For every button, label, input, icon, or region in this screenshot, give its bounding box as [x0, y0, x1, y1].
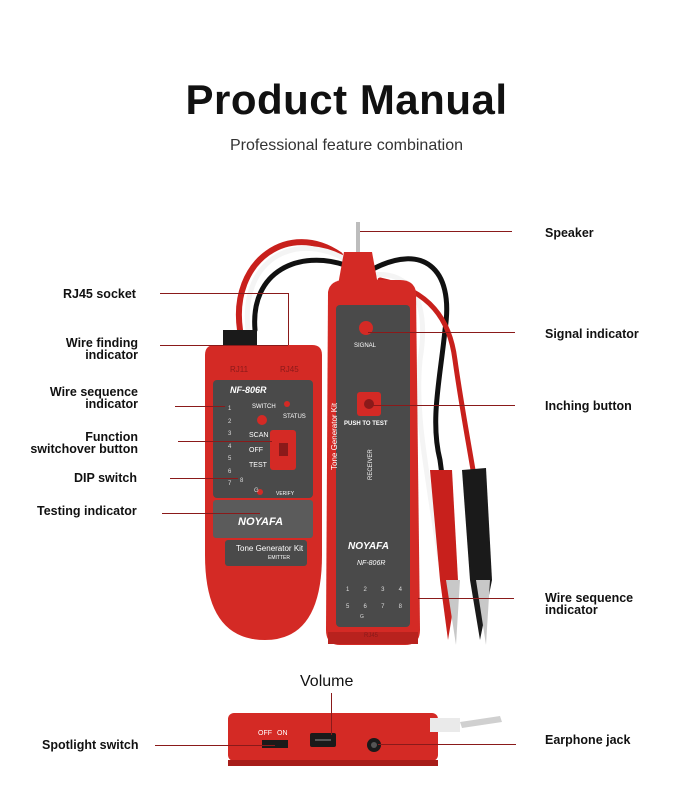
leader-line-dip-switch [170, 478, 238, 479]
receiver-brand: NOYAFA [348, 541, 389, 552]
label-spotlight-switch: Spotlight switch [42, 738, 139, 752]
leader-line-function [178, 441, 272, 442]
spotlight-device [228, 713, 502, 766]
label-dip-switch: DIP switch [74, 471, 137, 485]
label-inching-button: Inching button [545, 399, 632, 413]
leader-line-rj45-drop [288, 293, 289, 345]
receiver-number: 8 [398, 604, 402, 610]
label-function-line1: Function [85, 430, 138, 444]
receiver-model: NF-806R [357, 560, 386, 567]
label-wire-finding: Wire finding indicator [62, 336, 138, 362]
emitter-off-label: OFF [249, 447, 263, 454]
label-wire-sequence-right: Wire sequence indicator [545, 591, 634, 617]
leader-line-rj45 [160, 293, 288, 294]
emitter-switch-label: SWITCH [252, 404, 276, 410]
spotlight-toggle[interactable] [262, 740, 288, 748]
receiver-bottom-port: RJ45 [364, 633, 379, 639]
receiver-ground: G [360, 614, 364, 620]
emitter-verify-label: VERIFY [276, 491, 295, 497]
leader-line-speaker [360, 231, 512, 232]
receiver-numbers-bottom: 5 6 7 8 [346, 604, 402, 610]
emitter-device [205, 330, 322, 640]
label-wire-finding-line1: Wire finding [65, 336, 138, 350]
emitter-indicator-numbers: 1 2 3 4 5 6 7 [228, 403, 240, 491]
label-wire-sequence-right-line1: Wire sequence [545, 591, 634, 605]
emitter-number: 3 [228, 431, 232, 437]
emitter-number: 4 [228, 443, 232, 450]
label-rj45-socket: RJ45 socket [63, 287, 136, 301]
label-speaker: Speaker [545, 226, 594, 240]
receiver-number: 4 [398, 587, 402, 593]
emitter-number: 1 [228, 406, 232, 412]
emitter-port-rj11: RJ11 [230, 365, 249, 374]
label-wire-sequence-left-line2: indicator [85, 397, 138, 411]
leader-line-wire-sequence-left [175, 406, 225, 407]
emitter-number: 5 [228, 456, 232, 462]
leader-line-spotlight [155, 745, 275, 746]
receiver-numbers-top: 1 2 3 4 [346, 587, 402, 593]
emitter-number: 6 [228, 468, 232, 475]
label-wire-sequence-right-line2: indicator [545, 603, 598, 617]
label-wire-finding-line2: indicator [85, 348, 138, 362]
label-function-line2: switchover button [30, 442, 138, 456]
emitter-test-label: TEST [249, 462, 267, 469]
receiver-number: 6 [363, 604, 367, 610]
page-subtitle: Professional feature combination [229, 137, 464, 154]
page-title: Product Manual [185, 76, 508, 123]
receiver-number: 5 [346, 604, 350, 610]
label-volume: Volume [300, 673, 354, 690]
leader-line-wire-finding [160, 345, 288, 346]
leader-line-volume [331, 693, 332, 735]
label-signal-indicator: Signal indicator [545, 327, 639, 341]
label-wire-sequence-left: Wire sequence indicator [45, 385, 138, 411]
leader-line-testing [162, 513, 260, 514]
receiver-push-to-test-label: PUSH TO TEST [344, 421, 388, 427]
receiver-number: 2 [363, 587, 367, 593]
emitter-kit-name: Tone Generator Kit [236, 544, 304, 553]
label-wire-sequence-left-line1: Wire sequence [49, 385, 138, 399]
label-function-switchover: Function switchover button [30, 430, 138, 456]
spotlight-on-label: ON [277, 730, 288, 737]
emitter-port-rj45[interactable]: RJ45 [280, 365, 299, 374]
emitter-kit-role: EMITTER [268, 555, 290, 561]
leader-line-inching [370, 405, 515, 406]
receiver-number: 3 [381, 587, 385, 593]
receiver-signal-label: SIGNAL [354, 343, 377, 349]
spotlight-off-label: OFF [258, 730, 272, 737]
emitter-status-label: STATUS [283, 414, 306, 420]
emitter-model: NF-806R [230, 385, 267, 395]
emitter-number-8: 8 [240, 478, 244, 484]
alligator-clips [430, 468, 492, 645]
emitter-scan-label: SCAN [249, 432, 269, 439]
emitter-number: 2 [228, 418, 232, 425]
emitter-brand: NOYAFA [238, 516, 284, 528]
receiver-number: 1 [346, 587, 350, 593]
label-testing-indicator: Testing indicator [37, 504, 137, 518]
receiver-kit-name: Tone Generator Kit [330, 402, 339, 470]
label-earphone-jack: Earphone jack [545, 733, 631, 747]
emitter-number-g: G [254, 488, 259, 494]
leader-line-earphone [378, 744, 516, 745]
leader-line-signal [368, 332, 515, 333]
emitter-number: 7 [228, 481, 232, 487]
receiver-number: 7 [381, 604, 385, 610]
receiver-kit-role: RECEIVER [368, 449, 374, 480]
receiver-device [326, 222, 420, 645]
leader-line-wire-sequence-right [418, 598, 514, 599]
